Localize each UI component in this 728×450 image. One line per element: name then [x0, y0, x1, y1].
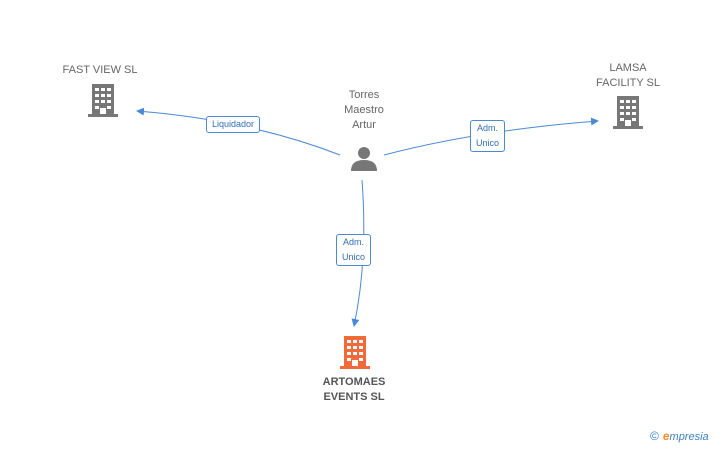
edge-label-liquidador[interactable]: Liquidador: [206, 116, 261, 133]
node-label-lamsa: LAMSA FACILITY SL: [596, 62, 660, 89]
edge-label-adm-unico-lamsa[interactable]: Adm. Unico: [470, 120, 506, 152]
node-label-artomaes: ARTOMAES EVENTS SL: [322, 376, 386, 403]
person-icon[interactable]: [351, 147, 377, 171]
edge-label-adm-unico-artomaes[interactable]: Adm. Unico: [336, 234, 372, 266]
node-label-fast-view: FAST VIEW SL: [62, 64, 138, 76]
building-icon[interactable]: [340, 336, 370, 369]
building-icon[interactable]: [88, 84, 118, 117]
empresia-logo: ©empresia: [650, 429, 709, 443]
logo-text: mpresia: [669, 431, 709, 443]
node-label-person: Torres Maestro Artur: [344, 89, 384, 131]
building-icon[interactable]: [613, 96, 643, 129]
logo-letter: e: [662, 429, 670, 443]
copyright-symbol: ©: [650, 429, 659, 443]
